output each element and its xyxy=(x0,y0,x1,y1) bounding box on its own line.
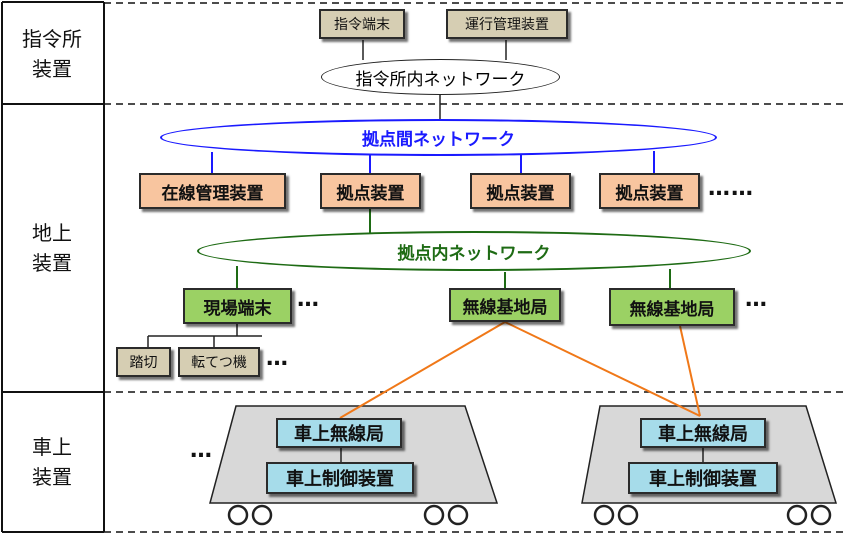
row-label-ground: 地上 装置 xyxy=(0,104,104,392)
row-label-onboard-text: 車上 装置 xyxy=(32,435,72,489)
field-connectors xyxy=(147,324,262,347)
row-label-onboard: 車上 装置 xyxy=(0,392,104,532)
field-terminal-more: … xyxy=(297,287,320,312)
onboard-control-label-2: 車上制御装置 xyxy=(649,469,757,490)
radio-links xyxy=(339,321,701,419)
command-connectors xyxy=(362,40,507,122)
base-device-label-1: 拠点装置 xyxy=(336,183,405,204)
base-device-label-3: 拠点装置 xyxy=(615,183,684,204)
base-device-box-1: 拠点装置 xyxy=(320,173,421,209)
onboard-radio-box-2: 車上無線局 xyxy=(640,418,766,448)
train-internal-connectors xyxy=(340,448,704,462)
operation-mgmt-box: 運行管理装置 xyxy=(446,9,568,39)
field-terminal-box: 現場端末 xyxy=(183,288,292,324)
command-network-label: 指令所内ネットワーク xyxy=(355,69,526,90)
command-network-oval: 指令所内ネットワーク xyxy=(321,59,560,95)
onboard-control-box-1: 車上制御装置 xyxy=(266,462,414,494)
radio-station-more: … xyxy=(745,287,768,312)
radio-station-label-2: 無線基地局 xyxy=(629,299,715,320)
base-device-box-3: 拠点装置 xyxy=(599,173,700,209)
onboard-radio-label-2: 車上無線局 xyxy=(658,424,748,445)
switch-machine-box: 転てつ機 xyxy=(178,347,260,377)
row-frame xyxy=(1,1,105,533)
row-label-command: 指令所 装置 xyxy=(0,3,104,104)
field-equipment-more: … xyxy=(266,346,289,371)
base-device-box-2: 拠点装置 xyxy=(470,173,571,209)
train-more: … xyxy=(190,438,213,463)
row-label-command-text: 指令所 装置 xyxy=(22,26,82,81)
onboard-radio-box-1: 車上無線局 xyxy=(276,418,402,448)
intra-base-network-label: 拠点内ネットワーク xyxy=(397,243,551,264)
onboard-control-label-1: 車上制御装置 xyxy=(286,469,394,490)
row-dividers xyxy=(104,2,848,533)
base-device-more: …… xyxy=(708,176,754,201)
crossing-label: 踏切 xyxy=(129,355,158,371)
base-device-label-2: 拠点装置 xyxy=(486,183,555,204)
radio-station-box-1: 無線基地局 xyxy=(449,288,561,322)
inter-base-connectors xyxy=(211,151,655,173)
onboard-control-box-2: 車上制御装置 xyxy=(628,462,778,494)
switch-machine-label: 転てつ機 xyxy=(191,355,247,371)
field-terminal-label: 現場端末 xyxy=(203,298,272,319)
wayside-mgmt-label: 在線管理装置 xyxy=(161,183,264,204)
intra-base-network-oval: 拠点内ネットワーク xyxy=(197,231,751,271)
intra-base-connectors xyxy=(236,266,671,288)
row-label-ground-text: 地上 装置 xyxy=(32,221,72,275)
inter-base-network-label: 拠点間ネットワーク xyxy=(362,130,515,150)
command-terminal-box: 指令端末 xyxy=(319,9,405,39)
onboard-radio-label-1: 車上無線局 xyxy=(294,424,384,445)
operation-mgmt-label: 運行管理装置 xyxy=(465,17,549,33)
inter-base-network-oval: 拠点間ネットワーク xyxy=(160,119,717,156)
wayside-mgmt-box: 在線管理装置 xyxy=(139,173,286,209)
radio-station-label-1: 無線基地局 xyxy=(462,297,548,318)
radio-station-box-2: 無線基地局 xyxy=(609,288,735,326)
command-terminal-label: 指令端末 xyxy=(334,17,390,33)
crossing-box: 踏切 xyxy=(116,347,171,377)
